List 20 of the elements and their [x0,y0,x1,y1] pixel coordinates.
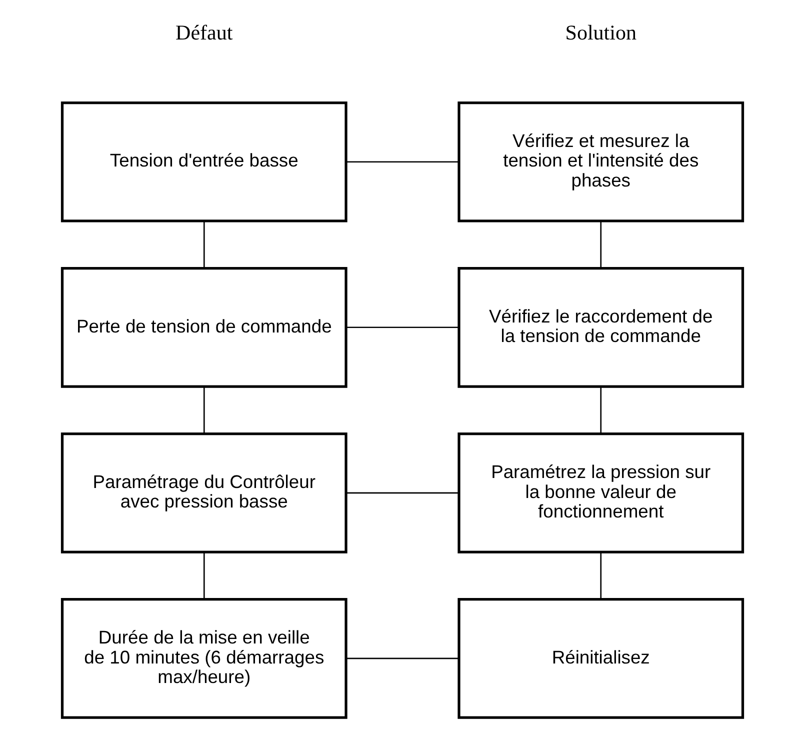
connector [202,221,204,268]
connector [346,492,458,494]
node-box: Paramétrez la pression sur la bonne valeur de fonctionnement [457,432,744,554]
connector [202,552,204,599]
connector [346,326,458,328]
connector [346,658,458,660]
node-box: Vérifiez le raccordement de la tension de commande [457,266,744,388]
node-box: Paramétrage du Contrôleur avec pression basse [60,432,347,554]
connector [346,161,458,163]
connector [600,552,602,599]
node-box: Durée de la mise en veille de 10 minutes (6 démarrages max/heure) [60,598,347,719]
connector [202,386,204,434]
node-box: Vérifiez et mesurez la tension et l'intensité des phases [457,101,744,222]
connector [600,386,602,434]
node-box: Tension d'entrée basse [60,101,347,222]
node-box: Réinitialisez [457,598,744,719]
label: Solution [564,20,636,44]
connector [600,221,602,268]
label: Défaut [175,20,232,44]
node-box: Perte de tension de commande [60,266,347,388]
